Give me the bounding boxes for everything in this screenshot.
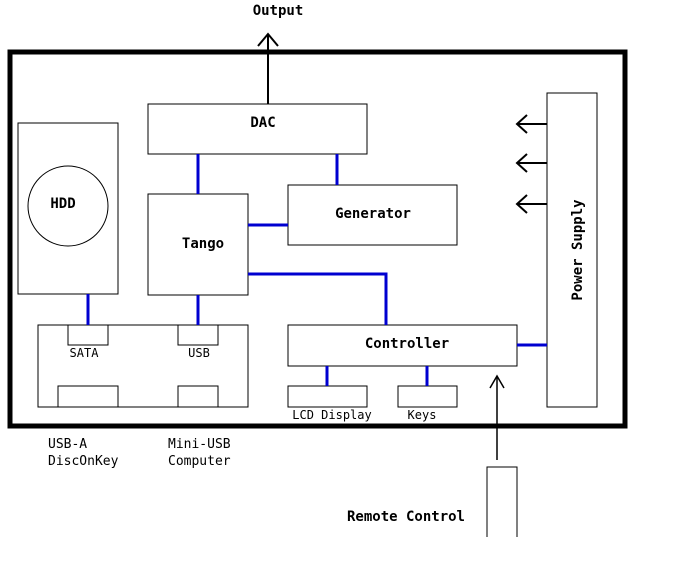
- dac-label: DAC: [250, 115, 275, 131]
- tango-block: [147, 193, 249, 296]
- lcd-display-block: [287, 385, 368, 408]
- usb-a-label: USB-A: [48, 437, 87, 452]
- remote-control-shape: [486, 466, 518, 537]
- sata-port: [67, 324, 109, 346]
- connection-wires: [86, 154, 547, 386]
- tango-label: Tango: [182, 236, 224, 252]
- remote-signal-arrow: [489, 374, 505, 460]
- usb-label: USB: [188, 346, 210, 360]
- dac-block: [147, 103, 368, 155]
- hdd-disk-icon: [27, 165, 109, 247]
- wire-tango-controller: [248, 272, 388, 325]
- usb-port: [177, 324, 219, 346]
- lcd-display-label: LCD Display: [292, 408, 371, 422]
- keys-block: [397, 385, 458, 408]
- output-arrow: [257, 32, 279, 104]
- generator-label: Generator: [335, 206, 411, 222]
- sata-label: SATA: [70, 346, 100, 360]
- mini-usb-label: Mini-USB: [168, 437, 231, 452]
- generator-block: [287, 184, 458, 246]
- keys-label: Keys: [408, 408, 437, 422]
- computer-label: Computer: [168, 454, 231, 469]
- output-label: Output: [253, 3, 304, 19]
- disconkey-label: DiscOnKey: [48, 454, 119, 469]
- power-supply-block: [546, 92, 598, 408]
- power-supply-label: Power Supply: [570, 199, 586, 301]
- remote-control-label: Remote Control: [347, 509, 465, 525]
- controller-label: Controller: [365, 336, 449, 352]
- mini-usb-port: [177, 385, 219, 408]
- device-enclosure: [7, 49, 628, 429]
- usb-a-port: [57, 385, 119, 408]
- hdd-label: HDD: [50, 196, 75, 212]
- power-output-arrows: [515, 114, 547, 214]
